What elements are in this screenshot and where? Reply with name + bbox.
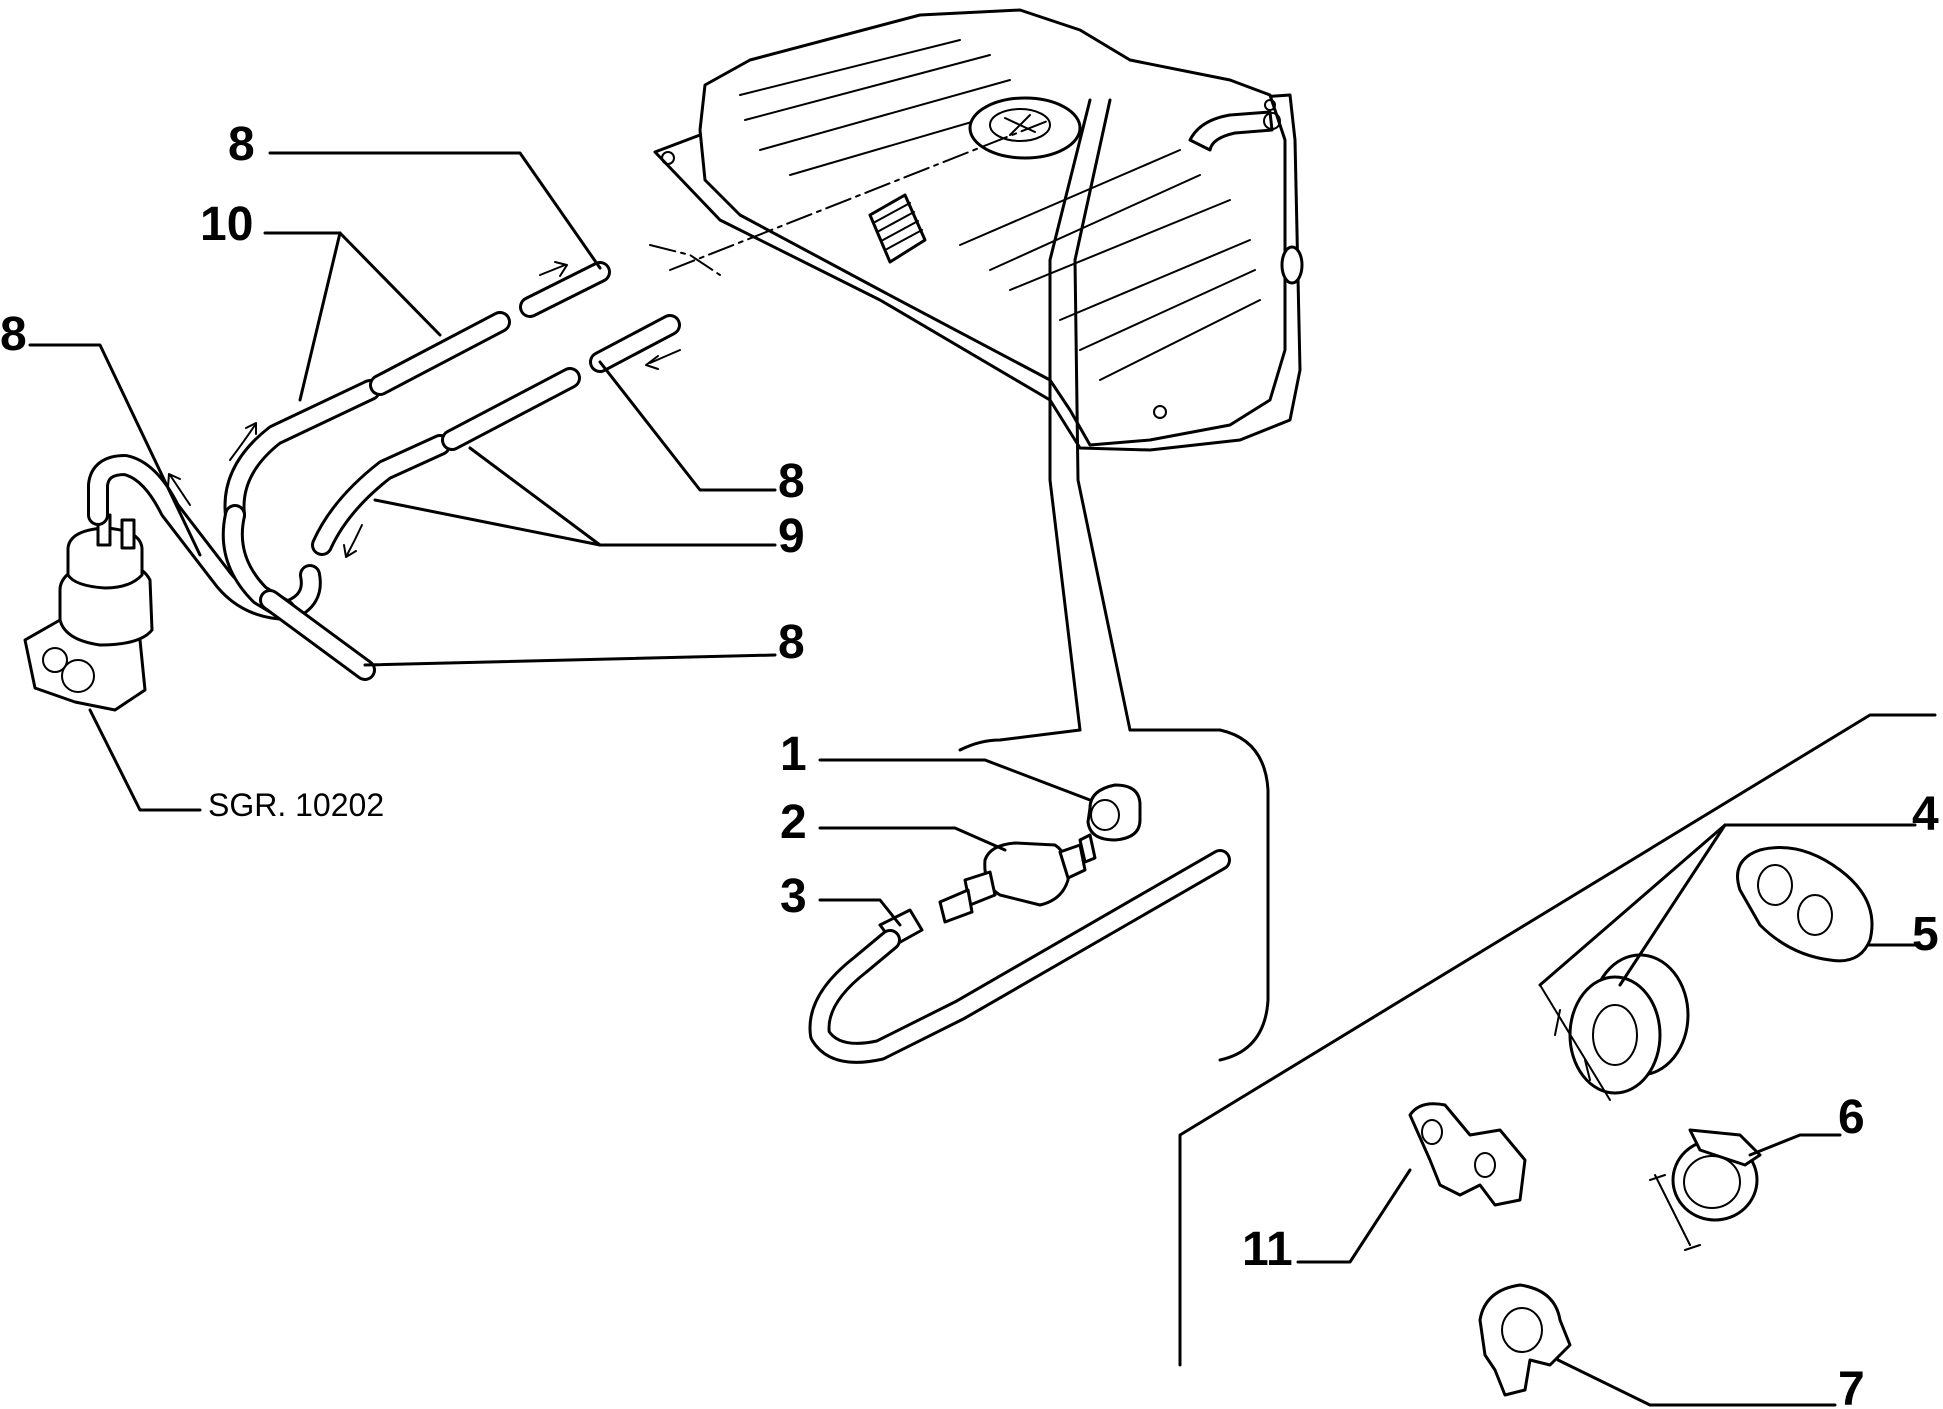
callout-8-bottom: 8 (778, 616, 805, 669)
clamp-icon (1649, 1128, 1762, 1251)
fuel-tank-icon (653, 8, 1304, 452)
callout-1: 1 (780, 728, 807, 781)
callout-6: 6 (1838, 1091, 1865, 1144)
grommet-icon (1736, 846, 1874, 963)
callout-11: 11 (1242, 1223, 1293, 1276)
callout-8-top: 8 (228, 118, 255, 171)
clip-icon (1478, 1283, 1572, 1397)
callout-4: 4 (1912, 788, 1939, 841)
callout-2: 2 (780, 796, 807, 849)
fuel-hose-assembly (87, 261, 681, 681)
leader-lines (28, 151, 1917, 1407)
accessory-panel (1178, 713, 1937, 1367)
callout-9: 9 (778, 510, 805, 563)
reference-label: SGR. 10202 (208, 787, 384, 823)
callout-10: 10 (200, 198, 253, 251)
clip-icon (1408, 1102, 1527, 1207)
callout-8-left: 8 (0, 308, 27, 361)
callout-7: 7 (1838, 1363, 1865, 1409)
callout-8-middle: 8 (778, 455, 805, 508)
callout-5: 5 (1912, 908, 1939, 961)
grommet-icon (1539, 953, 1690, 1101)
callout-3: 3 (780, 870, 807, 923)
tank-vent-lines (649, 98, 1270, 1062)
fuel-pump-icon (23, 513, 154, 712)
valve-icon (808, 783, 1231, 1064)
